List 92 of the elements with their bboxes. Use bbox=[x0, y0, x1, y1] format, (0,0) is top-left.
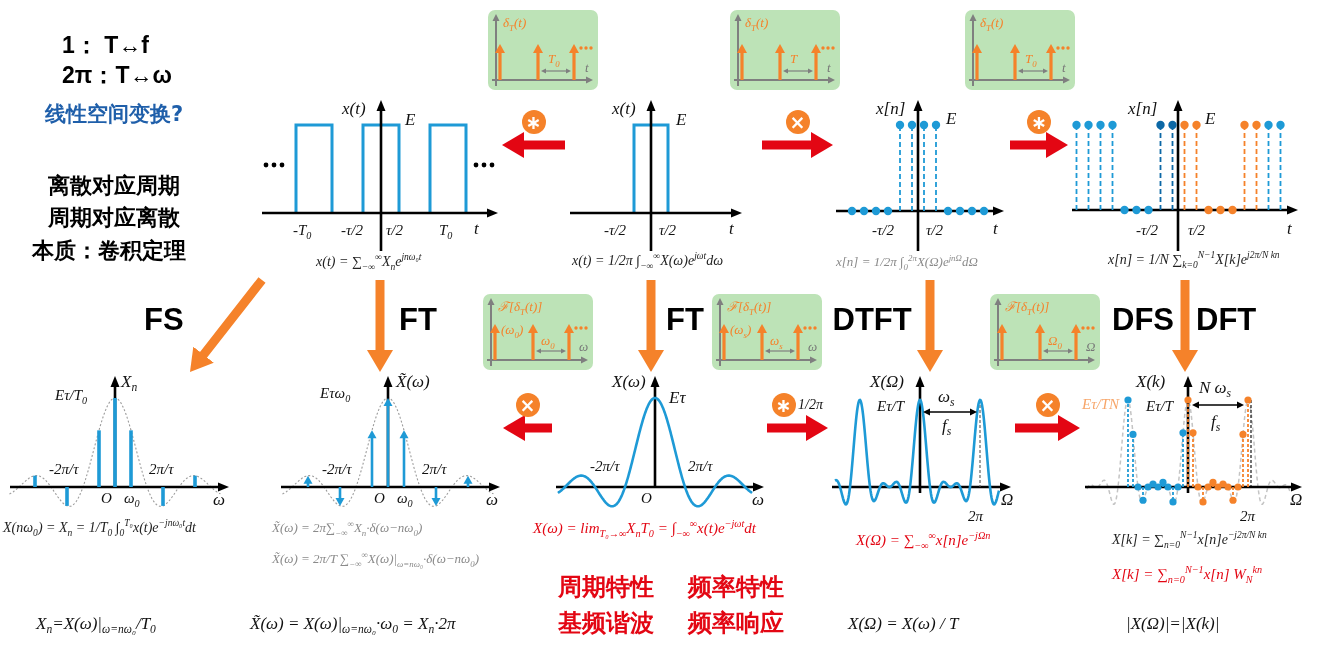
note-text: 周期对应离散 bbox=[48, 204, 180, 232]
axis-label: t bbox=[585, 60, 589, 76]
tick-label: -τ/2 bbox=[604, 222, 627, 239]
formula: X(ω) = lim$_{T₀→∞}$X$_{n}$T$_{0}$ = ∫$_{−∞}$$^{∞}$x(t)e$^{−jωt}$dt bbox=[533, 520, 756, 537]
tick-label: τ/2 bbox=[659, 222, 677, 239]
operator-label: ∗ bbox=[1027, 110, 1051, 134]
transform-label: DTFT bbox=[832, 302, 912, 338]
question-text: 线性空间变换? bbox=[45, 101, 184, 128]
axis-label: ω bbox=[213, 490, 225, 510]
axis-title: x(t) bbox=[342, 99, 366, 119]
transform-label: FS bbox=[144, 302, 184, 338]
tick-label: -τ/2 bbox=[341, 222, 364, 239]
period-label: T$_{0}$ bbox=[548, 51, 560, 67]
formula: |X(Ω)|=|X(k)| bbox=[1126, 614, 1220, 634]
amplitude-label: E bbox=[405, 110, 416, 130]
note-text: 离散对应周期 bbox=[48, 172, 180, 200]
axis-label: ω bbox=[808, 339, 818, 355]
property-text: 基频谐波 bbox=[558, 608, 654, 639]
amplitude-label: Eτ/T$_{0}$ bbox=[55, 387, 88, 404]
function-label: ℱ[δ$_{T}$(t)] bbox=[1005, 298, 1050, 315]
transform-label: DFS bbox=[1112, 302, 1174, 338]
operator-label: × bbox=[785, 110, 810, 134]
tick-label: -2π/τ bbox=[590, 458, 620, 475]
weight-label: (ω$_{0}$) bbox=[501, 322, 524, 338]
period-label: T bbox=[790, 51, 798, 67]
operator-label: × bbox=[1035, 393, 1060, 417]
note-text: 2π：T↔ω bbox=[62, 61, 172, 90]
axis-label: Ω bbox=[1086, 339, 1096, 355]
axis-title: X(ω) bbox=[612, 372, 646, 392]
property-text: 周期特性 bbox=[558, 572, 654, 603]
arrow bbox=[767, 415, 828, 441]
tick-label: T$_{0}$ bbox=[439, 222, 453, 239]
axis-label: t bbox=[474, 219, 479, 239]
formula: x[n] = 1/N ∑$_{k=0}$$^{N−1}$X[k]e$^{j2π/N kn}$ bbox=[1108, 252, 1280, 268]
formula: X$_{n}$=X(ω)|$_{ω=nω₀}$/T$_{0}$ bbox=[36, 614, 156, 634]
formula: X[k] = ∑$_{n=0}$$^{N−1}$x[n]e$^{−j2π/N kn}$ bbox=[1112, 532, 1267, 548]
property-text: 频率响应 bbox=[688, 608, 784, 639]
operator-label: ∗ bbox=[521, 110, 546, 134]
function-label: ℱ[δ$_{T}$(t)] bbox=[498, 298, 543, 315]
origin-label: O bbox=[101, 490, 112, 507]
tick-label: 2π/τ bbox=[688, 458, 713, 475]
note-text: 本质：卷积定理 bbox=[32, 237, 186, 265]
arrow bbox=[917, 280, 943, 372]
axis-title: X$_{n}$ bbox=[121, 372, 138, 392]
arrow bbox=[367, 280, 393, 372]
arrow bbox=[503, 415, 552, 441]
period-label: Ω$_{0}$ bbox=[1048, 333, 1062, 349]
period-label: ω$_{s}$ bbox=[770, 333, 783, 349]
tick-label: ω$_{0}$ bbox=[124, 490, 140, 507]
arrow bbox=[638, 280, 664, 372]
axis-label: t bbox=[827, 60, 831, 76]
note-text: 1： T↔f bbox=[62, 31, 149, 60]
axis-label: t bbox=[729, 219, 734, 239]
formula: X̃(ω) = 2π/T ∑$_{−∞}$$^{∞}$X(ω)|$_{ω=nω₀}$·δ(ω−nω$_{0}$) bbox=[272, 551, 480, 567]
period-label: ω$_{0}$ bbox=[541, 333, 555, 349]
arrow bbox=[1010, 132, 1068, 158]
formula: X̃(ω) = 2π∑$_{−∞}$$^{∞}$X$_{n}$·δ(ω−nω$_{0}$) bbox=[272, 520, 423, 536]
amplitude-label: Eτ bbox=[669, 388, 686, 408]
origin-label: O bbox=[641, 490, 652, 507]
amplitude-label: E bbox=[676, 110, 687, 130]
arrow bbox=[502, 132, 565, 158]
formula: X(Ω) = ∑$_{−∞}$$^{∞}$x[n]e$^{−jΩn}$ bbox=[856, 532, 991, 549]
axis-label: ω bbox=[579, 339, 589, 355]
property-text: 频率特性 bbox=[688, 572, 784, 603]
formula: x(t) = ∑$_{−∞}$$^{∞}$X$_{n}$e$^{jnω₀t}$ bbox=[316, 254, 422, 270]
function-label: δ$_{T}$(t) bbox=[503, 15, 527, 31]
formula: x(t) = 1/2π ∫$_{−∞}$$^{∞}$X(ω)e$^{jωt}$dω bbox=[572, 253, 724, 269]
formula: X(nω$_{0}$) = X$_{n}$ = 1/T$_{0}$ ∫$_{0}$$^{T₀}$x(t)e$^{−jnω₀t}$dt bbox=[3, 520, 196, 536]
formula: X(Ω) = X(ω) / T bbox=[848, 614, 959, 634]
function-label: δ$_{T}$(t) bbox=[745, 15, 769, 31]
transform-label: FT bbox=[399, 302, 437, 338]
function-label: δ$_{T}$(t) bbox=[980, 15, 1004, 31]
axis-label: ω bbox=[752, 490, 764, 510]
transform-label: DFT bbox=[1196, 302, 1257, 338]
arrow bbox=[762, 132, 833, 158]
period-label: T$_{0}$ bbox=[1025, 51, 1037, 67]
transform-label: FT bbox=[666, 302, 704, 338]
axis-title: x(t) bbox=[612, 99, 636, 119]
weight-label: (ω$_{s}$) bbox=[730, 322, 752, 338]
tick-label: τ/2 bbox=[386, 222, 404, 239]
formula: X̃(ω) = X(ω)|$_{ω=nω₀}$·ω$_{0}$ = X$_{n}$·2π bbox=[250, 614, 456, 634]
arrow bbox=[1015, 415, 1080, 441]
arrow bbox=[1172, 280, 1198, 372]
axis-label: t bbox=[1062, 60, 1066, 76]
operator-label: × bbox=[515, 393, 540, 417]
formula: x[n] = 1/2π ∫$_{0}$$^{2π}$X(Ω)e$^{jnΩ}$dΩ bbox=[836, 254, 978, 270]
tick-label: -2π/τ bbox=[49, 461, 79, 478]
function-label: ℱ[δ$_{T}$(t)] bbox=[727, 298, 772, 315]
operator-label: ∗ bbox=[771, 393, 796, 417]
scale-factor: 1/2π bbox=[798, 397, 823, 413]
tick-label: 2π/τ bbox=[149, 461, 174, 478]
tick-label: -T$_{0}$ bbox=[293, 222, 312, 239]
